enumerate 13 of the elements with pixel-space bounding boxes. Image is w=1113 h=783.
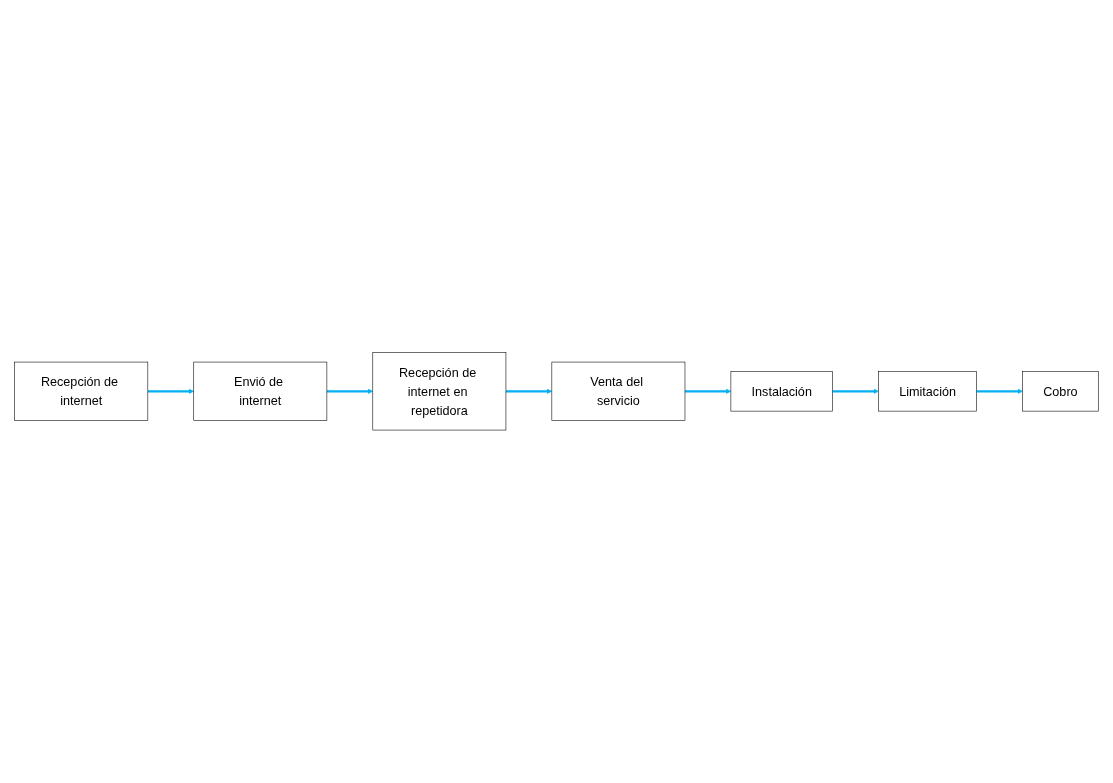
arrow: [505, 388, 553, 395]
node-box: Recepción de internet: [14, 361, 149, 422]
arrow: [976, 388, 1023, 395]
arrow: [147, 388, 194, 395]
node-box: Venta del servicio: [551, 361, 686, 422]
arrow: [326, 388, 374, 395]
node-box: Cobro: [1022, 371, 1099, 412]
node-box: Instalación: [730, 371, 833, 412]
arrow: [832, 388, 879, 395]
arrow: [685, 388, 732, 395]
node-box: Limitación: [878, 371, 977, 412]
node-box: Recepción de internet en repetidora: [372, 352, 507, 431]
node-box: Envió de internet: [193, 361, 328, 422]
